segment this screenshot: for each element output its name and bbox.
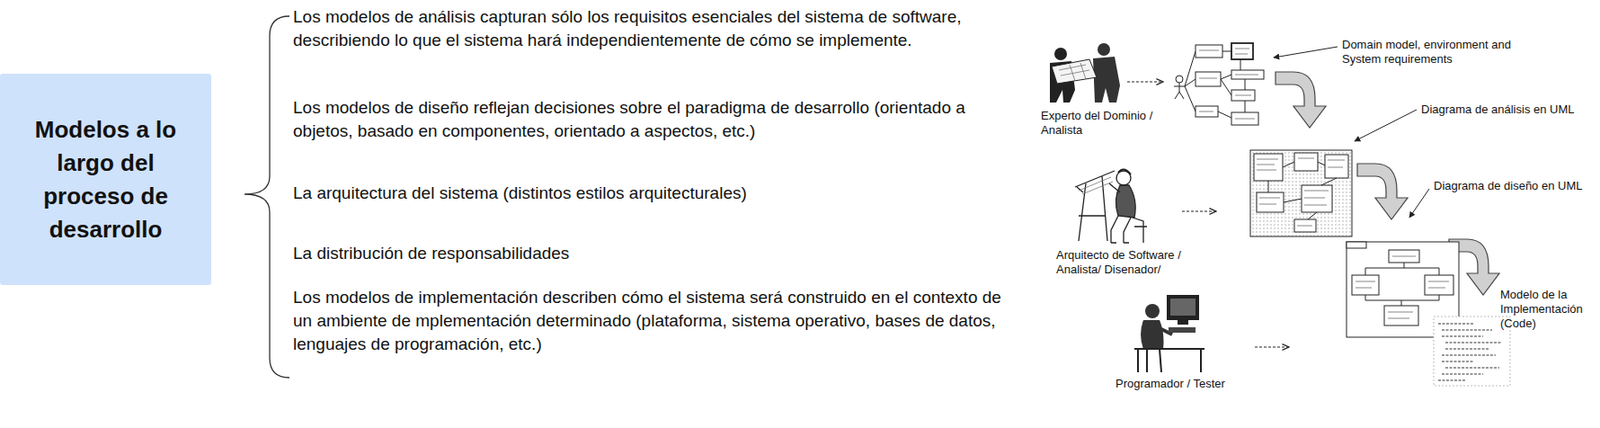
analysis-diagram-thumbnail xyxy=(1253,153,1283,181)
dashed-arrow xyxy=(1182,210,1217,212)
box-title: Modelos a lo largo del proceso de desarr… xyxy=(8,113,203,247)
architect-figure xyxy=(1075,170,1115,241)
programmer-figure xyxy=(1166,294,1200,320)
domain-expert-figure xyxy=(1051,59,1097,84)
programmer-figure xyxy=(1170,298,1196,316)
description-text: La arquitectura del sistema (distintos e… xyxy=(293,181,1022,205)
domain-model-thumbnail xyxy=(1173,43,1264,125)
domain-model-thumbnail xyxy=(1184,51,1245,118)
leader-line xyxy=(1409,188,1430,218)
description-text: Los modelos de diseño reflejan decisione… xyxy=(293,96,1022,143)
domain-expert-figure xyxy=(1097,43,1111,56)
programmer-figure xyxy=(1177,320,1189,325)
role-label: Experto del Dominio / Analista xyxy=(1040,108,1178,138)
programmer-figure xyxy=(1168,327,1196,333)
domain-model-thumbnail xyxy=(1231,43,1254,60)
description-text: Los modelos de análisis capturan sólo lo… xyxy=(293,5,1022,53)
design-diagram-thumbnail xyxy=(1424,275,1454,295)
design-diagram-thumbnail xyxy=(1346,241,1367,249)
analysis-diagram-thumbnail xyxy=(1324,154,1349,178)
role-label: Programador / Tester xyxy=(1115,376,1226,392)
domain-model-thumbnail xyxy=(1199,48,1259,119)
architect-figure xyxy=(1109,183,1147,243)
description-text: Los modelos de implementación describen … xyxy=(293,285,1022,356)
dashed-arrow xyxy=(1127,80,1164,82)
design-diagram-thumbnail xyxy=(1351,275,1379,295)
architect-figure xyxy=(1111,241,1129,243)
domain-expert-figure xyxy=(1049,43,1120,103)
domain-expert-figure xyxy=(1058,62,1090,81)
description-text: La distribución de responsabilidades xyxy=(293,241,1022,266)
code-thumbnail xyxy=(1433,316,1511,386)
design-diagram-thumbnail xyxy=(1365,262,1440,306)
domain-expert-figure xyxy=(1054,47,1067,61)
architect-figure xyxy=(1118,168,1131,175)
process-arrow xyxy=(1275,71,1326,128)
programmer-figure xyxy=(1134,294,1205,373)
analysis-diagram-thumbnail xyxy=(1250,150,1352,237)
programmer-figure xyxy=(1140,320,1165,349)
architect-figure xyxy=(1078,177,1113,195)
analysis-diagram-thumbnail xyxy=(1256,158,1345,226)
figure-caption: Diagrama de análisis en UML xyxy=(1421,102,1575,117)
programmer-figure xyxy=(1134,348,1205,373)
figure-caption: Diagrama de diseño en UML xyxy=(1433,178,1583,194)
figure-caption: Modelo de la Implementación (Code) xyxy=(1500,287,1594,331)
design-diagram-thumbnail xyxy=(1355,256,1449,319)
code-thumbnail xyxy=(1438,323,1502,381)
domain-model-thumbnail xyxy=(1195,44,1223,58)
process-arrow xyxy=(1357,163,1408,220)
domain-model-thumbnail xyxy=(1195,71,1221,87)
role-label: Arquitecto de Software / Analista/ Disen… xyxy=(1056,248,1208,277)
analysis-diagram-thumbnail xyxy=(1250,150,1352,237)
architect-figure xyxy=(1075,168,1147,243)
programmer-figure xyxy=(1145,303,1160,319)
domain-model-thumbnail xyxy=(1173,82,1185,99)
topic-box: Modelos a lo largo del proceso de desarr… xyxy=(0,73,212,285)
analysis-diagram-thumbnail xyxy=(1294,152,1318,171)
dashed-arrow xyxy=(1254,346,1289,347)
analysis-diagram-thumbnail xyxy=(1256,192,1284,213)
code-thumbnail xyxy=(1433,316,1511,386)
domain-expert-figure xyxy=(1093,56,1120,103)
design-diagram-thumbnail xyxy=(1384,305,1419,326)
leader-line xyxy=(1354,109,1417,142)
curly-bracket xyxy=(244,16,290,378)
domain-model-thumbnail xyxy=(1175,75,1183,83)
leader-line xyxy=(1273,46,1338,58)
figure-caption: Domain model, environment and System req… xyxy=(1342,37,1513,67)
architect-figure xyxy=(1115,185,1136,218)
analysis-diagram-thumbnail xyxy=(1301,185,1333,213)
